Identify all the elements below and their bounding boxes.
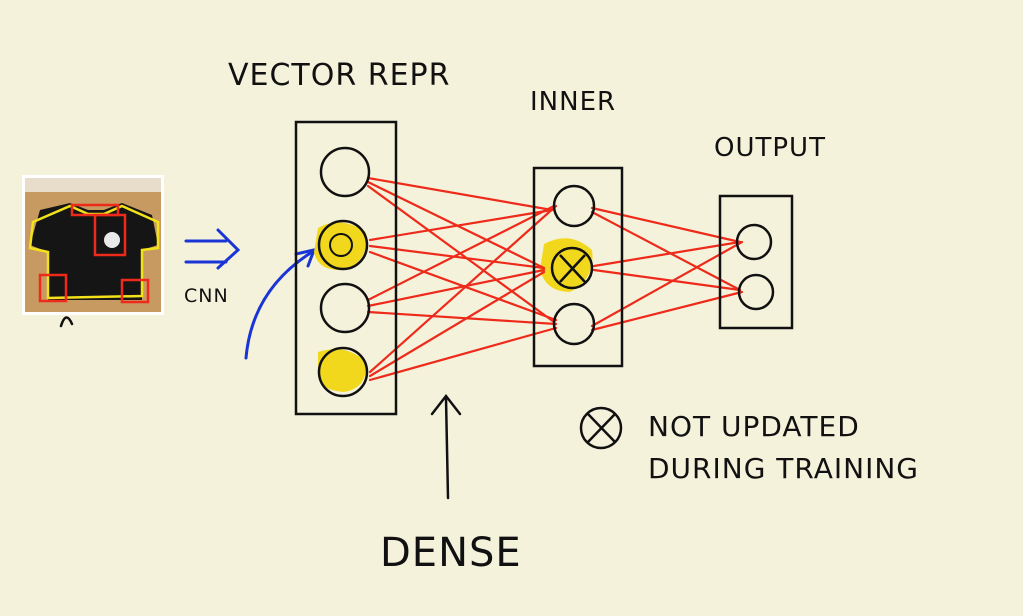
output-node-2	[737, 273, 775, 311]
vector-node-2-inner	[329, 233, 353, 257]
inner-node-3	[552, 302, 596, 346]
output-node-1	[735, 223, 773, 261]
inner-layer	[532, 166, 624, 368]
crossed-circle-icon	[579, 406, 623, 450]
hem-right-box	[120, 278, 150, 304]
highlight-inner-node-2	[540, 238, 593, 292]
vector-node-1	[319, 146, 371, 198]
inner-node-2	[550, 246, 594, 290]
cnn-output-arrow	[244, 250, 314, 360]
vector-repr-label: VECTOR REPR	[228, 58, 450, 93]
up-arrow-icon	[430, 393, 462, 500]
legend-line-2: DURING TRAINING	[648, 452, 919, 485]
connections-inner-output	[590, 206, 744, 332]
inner-node-2-cross-b	[559, 254, 586, 283]
collar-box	[70, 203, 120, 217]
tshirt-photo	[22, 175, 164, 315]
cnn-label: CNN	[184, 285, 229, 307]
dense-label: DENSE	[380, 530, 522, 576]
photo-wall	[25, 178, 161, 192]
inner-label: INNER	[530, 87, 616, 117]
vector-layer-box	[294, 120, 398, 416]
inner-layer-box	[532, 166, 624, 368]
legend-line-1: NOT UPDATED	[648, 410, 860, 443]
highlight-vector-node-2	[314, 222, 367, 271]
inner-node-1	[552, 184, 596, 228]
vector-node-4	[317, 346, 369, 398]
highlights	[314, 222, 593, 392]
highlight-vector-node-4	[317, 349, 367, 392]
vector-layer	[294, 120, 398, 416]
connections-vector-inner	[366, 176, 558, 382]
tshirt-logo	[104, 232, 120, 248]
vector-node-2	[317, 219, 369, 271]
double-arrow-icon	[184, 228, 241, 270]
output-layer	[718, 194, 794, 330]
vector-node-3	[319, 282, 371, 334]
output-layer-box	[718, 194, 794, 330]
cnn-arrowhead	[294, 247, 317, 268]
output-label: OUTPUT	[714, 133, 826, 163]
hem-left-box	[38, 273, 68, 303]
caret-mark	[59, 316, 74, 328]
